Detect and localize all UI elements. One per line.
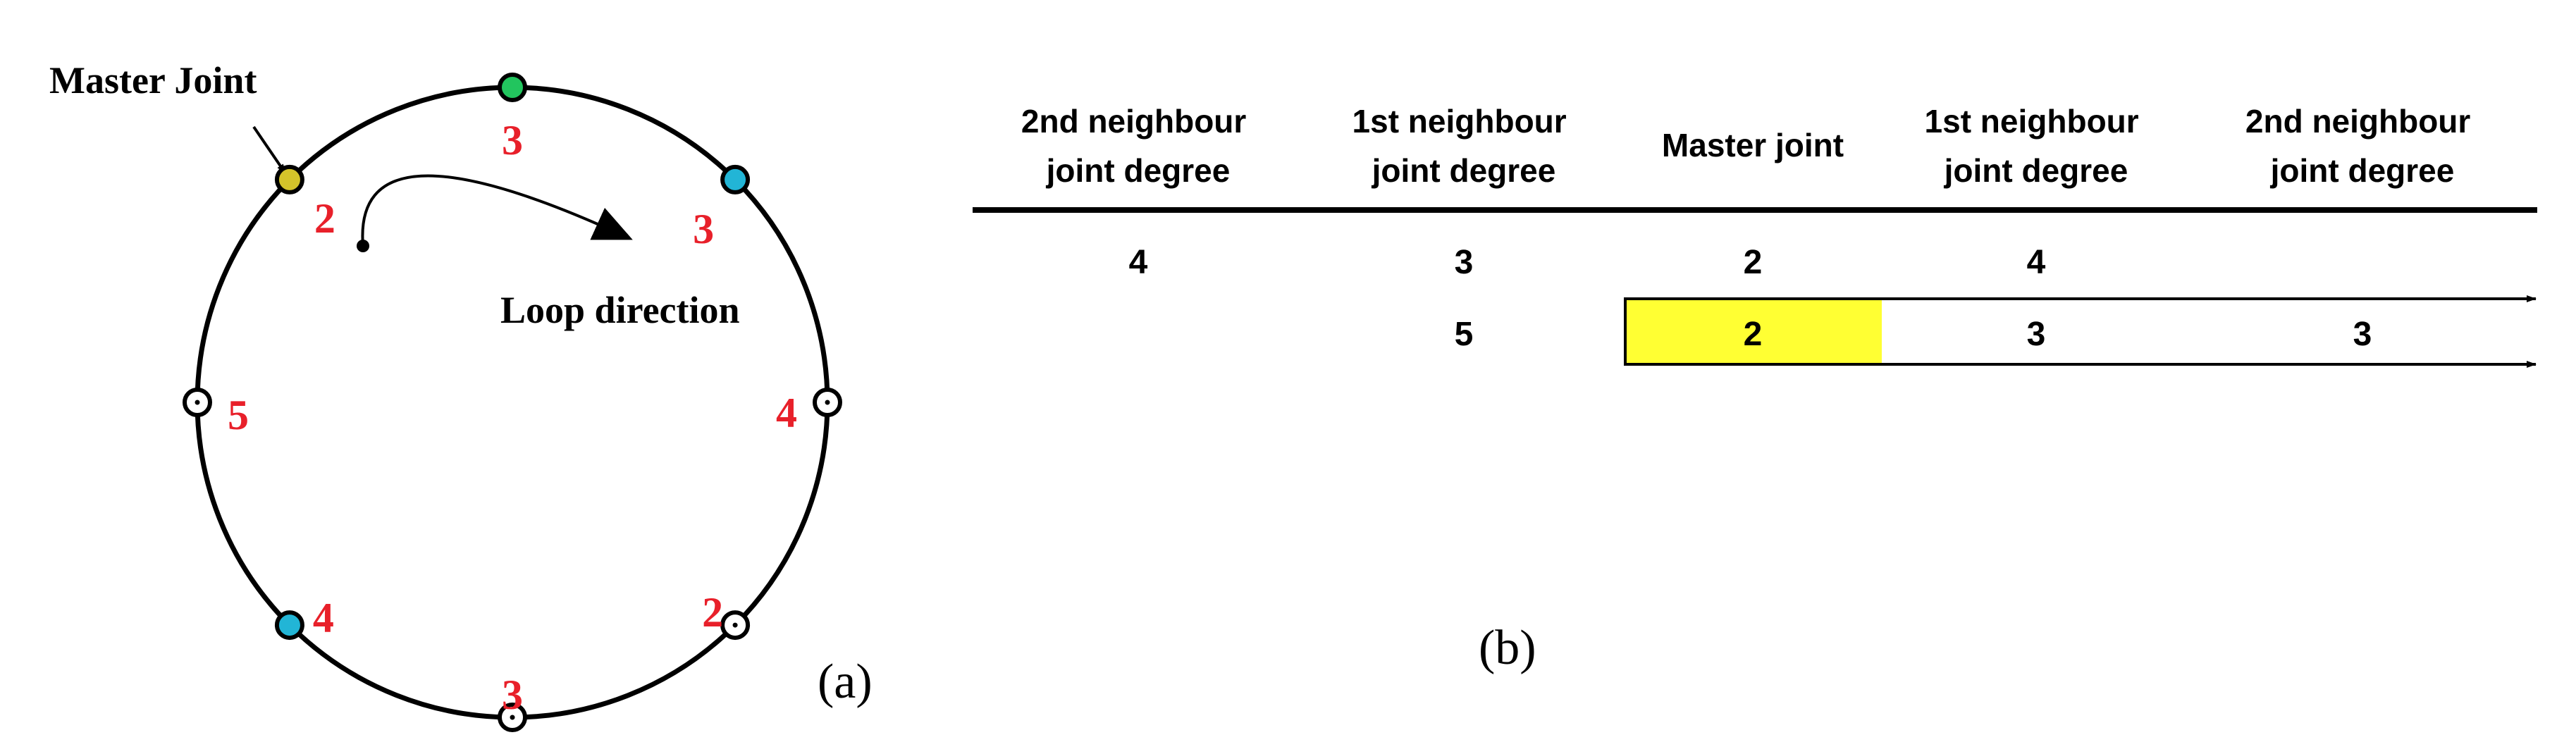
panel-a: Master Joint Loop direction 3 3 4 2 3 4 5 2 (a) xyxy=(49,59,873,732)
joint-degree-label: 3 xyxy=(693,206,714,252)
joint-degree-label: 2 xyxy=(314,195,335,242)
header-2nd-neighbour-left: 2nd neighbour joint degree xyxy=(1021,103,1255,189)
table-row-1: 4 3 2 4 xyxy=(1129,244,2046,281)
header-master-joint: Master joint xyxy=(1662,127,1844,163)
joint-marker xyxy=(720,164,751,194)
joint-degree-label: 4 xyxy=(313,595,334,641)
row2-cell-master: 2 xyxy=(1744,316,1763,353)
header-1st-neighbour-right: 1st neighbour joint degree xyxy=(1925,103,2148,189)
table-row-2: 5 2 3 3 xyxy=(1455,316,2372,353)
master-joint-label: Master Joint xyxy=(49,59,257,101)
row2-cell-2nd-right: 3 xyxy=(2353,316,2372,353)
joint-marker xyxy=(498,73,527,102)
joints: 3 3 4 2 3 4 5 2 xyxy=(183,73,842,732)
row1-cell-2nd-left: 4 xyxy=(1129,244,1148,281)
panel-b-caption: (b) xyxy=(1479,621,1536,675)
joint-degree-label: 2 xyxy=(702,589,723,636)
joint-center-dot xyxy=(732,622,738,628)
row2-cell-1st-left: 5 xyxy=(1455,316,1474,353)
joint-center-dot xyxy=(510,715,515,720)
master-cell-highlight xyxy=(1625,299,1882,364)
panel-a-caption: (a) xyxy=(818,655,873,709)
table-header: 2nd neighbour joint degree 1st neighbour… xyxy=(1021,103,2479,189)
row2-cell-1st-right: 3 xyxy=(2027,316,2046,353)
joint-degree-label: 4 xyxy=(776,390,797,436)
header-2nd-neighbour-right: 2nd neighbour joint degree xyxy=(2245,103,2479,189)
loop-direction-arrow xyxy=(361,174,633,247)
row1-cell-master: 2 xyxy=(1744,244,1763,281)
master-joint-marker xyxy=(274,164,304,194)
joint-degree-label: 3 xyxy=(502,672,523,718)
joint-degree-label: 3 xyxy=(502,117,523,163)
joint-center-dot xyxy=(195,400,200,405)
joint-marker xyxy=(274,610,304,641)
master-joint-pointer xyxy=(252,125,287,175)
panel-b: 2nd neighbour joint degree 1st neighbour… xyxy=(973,103,2537,675)
loop-direction-label: Loop direction xyxy=(500,289,740,331)
joint-degree-label: 5 xyxy=(228,392,249,438)
row1-cell-1st-left: 3 xyxy=(1455,244,1474,281)
row1-cell-1st-right: 4 xyxy=(2027,244,2046,281)
joint-center-dot xyxy=(825,400,830,405)
header-1st-neighbour-left: 1st neighbour joint degree xyxy=(1352,103,1576,189)
